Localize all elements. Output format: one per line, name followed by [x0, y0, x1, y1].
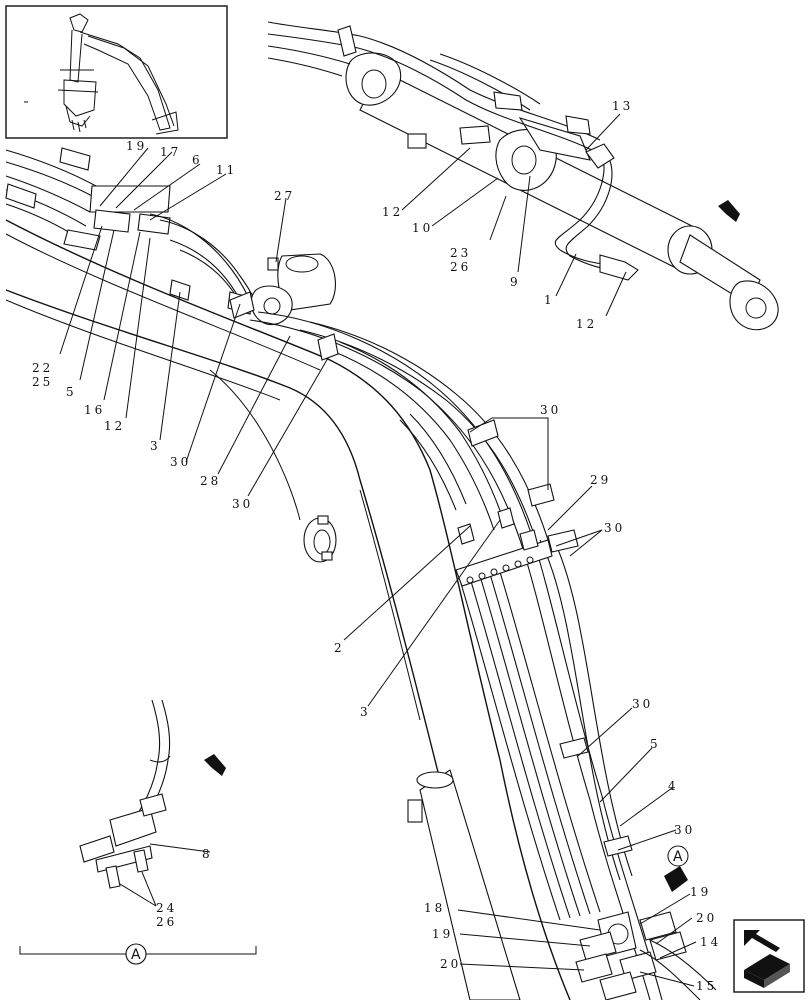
callout-30e: 30: [632, 697, 653, 711]
callout-16: 16: [84, 403, 105, 417]
callout-12a: 12: [382, 205, 403, 219]
callout-19c: 19: [432, 927, 453, 941]
view-marker-top-label: A: [673, 849, 683, 865]
next-page-icon[interactable]: [733, 919, 805, 993]
callout-24: 24: [156, 901, 177, 915]
callout-19a: 19: [126, 139, 147, 153]
callout-3a: 3: [150, 439, 161, 453]
callout-20b: 20: [440, 957, 461, 971]
callout-15: 15: [696, 979, 717, 993]
callout-20a: 20: [696, 911, 717, 925]
callout-18: 18: [424, 901, 445, 915]
callout-5b: 5: [650, 737, 661, 751]
callout-12c: 12: [104, 419, 125, 433]
callout-11: 11: [216, 163, 237, 177]
callout-1: 1: [544, 293, 555, 307]
callout-30d: 30: [604, 521, 625, 535]
callout-26a: 26: [450, 260, 471, 274]
callout-9: 9: [510, 275, 521, 289]
callout-19b: 19: [690, 885, 711, 899]
callout-8: 8: [202, 847, 213, 861]
view-marker-bottom-label: A: [131, 947, 141, 963]
callout-labels: 13 12 10 23 26 9 1 12 19 17 6 11 27 22 2…: [32, 99, 721, 993]
callout-30c: 30: [540, 403, 561, 417]
boom: [5, 219, 571, 1000]
callout-3b: 3: [360, 705, 371, 719]
callout-10: 10: [412, 221, 433, 235]
view-marker-bottom: A: [125, 943, 147, 965]
callout-4: 4: [668, 779, 679, 793]
callout-2: 2: [334, 641, 345, 655]
callout-22: 22: [32, 361, 53, 375]
callout-17: 17: [160, 145, 181, 159]
boom-boss: [303, 515, 337, 563]
lower-cylinder: [407, 769, 521, 1000]
callout-30b: 30: [232, 497, 253, 511]
callout-28: 28: [200, 474, 221, 488]
clamp-block: [250, 253, 336, 326]
callout-25: 25: [32, 375, 53, 389]
callout-29: 29: [590, 473, 611, 487]
main-hose-bundle: [229, 291, 663, 1000]
callout-27: 27: [274, 189, 295, 203]
view-marker-top: A: [667, 845, 689, 867]
detail-a: [79, 699, 171, 889]
callout-23a: 23: [450, 246, 471, 260]
callout-30f: 30: [674, 823, 695, 837]
callout-6: 6: [192, 153, 203, 167]
top-hoses: [267, 21, 639, 281]
callout-26b: 26: [156, 915, 177, 929]
leader-lines: [59, 113, 697, 987]
left-hoses: [5, 147, 263, 317]
direction-arrow-icon: [204, 200, 740, 892]
machine-inset: [5, 5, 228, 139]
callout-14: 14: [700, 935, 721, 949]
callout-30a: 30: [170, 455, 191, 469]
callout-12b: 12: [576, 317, 597, 331]
callout-5a: 5: [66, 385, 77, 399]
arm-cylinder: [345, 52, 779, 331]
callout-13a: 13: [612, 99, 633, 113]
